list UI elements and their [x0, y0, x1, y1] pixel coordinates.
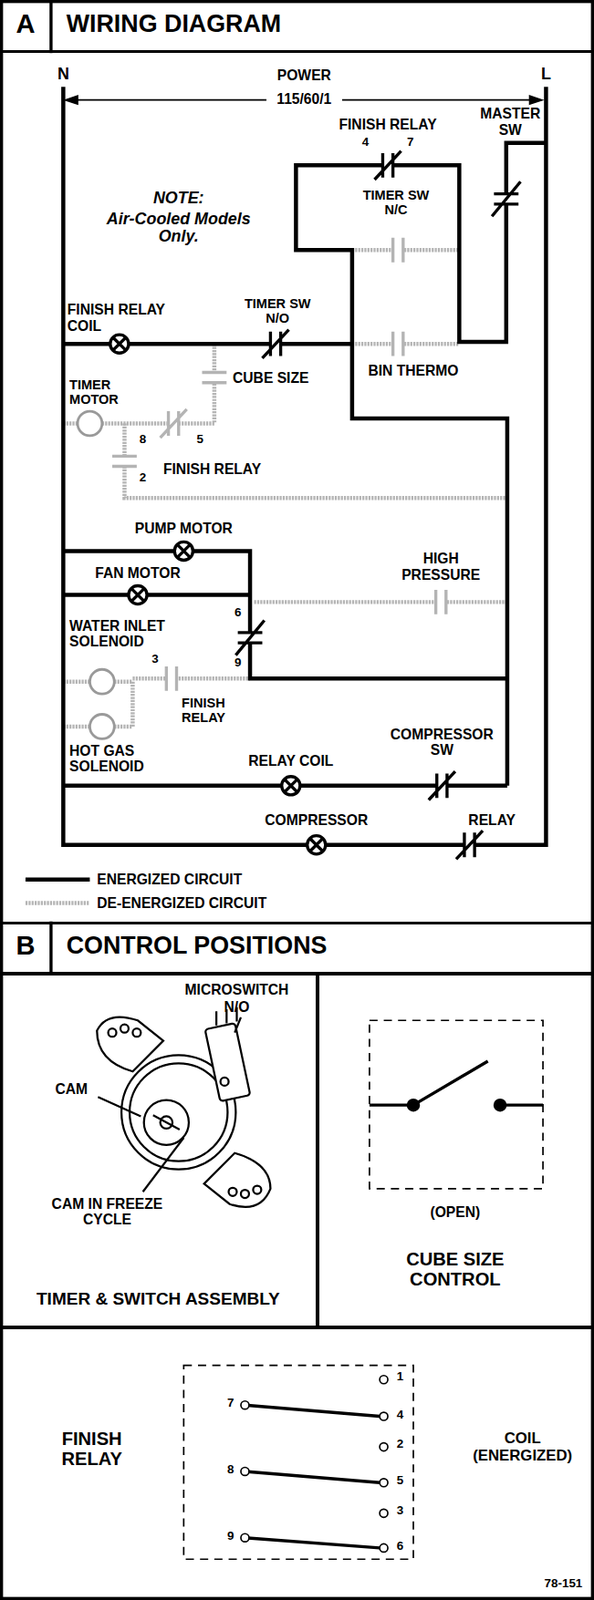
component-label: PUMP MOTOR: [122, 521, 245, 537]
component-label: COMPRESSOR: [255, 812, 378, 829]
component-label: L: [535, 65, 556, 84]
control-panel: TIMER & SWITCH ASSEMBLY: [0, 973, 319, 1331]
terminal-number: 3: [394, 1505, 407, 1520]
section-title: CONTROL POSITIONS: [66, 933, 496, 961]
component-label: WATER INLET SOLENOID: [69, 618, 177, 650]
component-label: RELAY: [461, 812, 523, 829]
component-label: TIMER MOTOR: [69, 377, 131, 407]
component-label: TIMER SW N/C: [351, 187, 441, 218]
component-label: Air-Cooled Models Only.: [102, 210, 256, 247]
component-label: TIMER SW N/O: [237, 296, 319, 326]
component-label: MICROSWITCH: [175, 982, 298, 999]
section-header: B CONTROL POSITIONS: [0, 922, 594, 976]
component-label: COMPRESSOR SW: [385, 727, 499, 759]
terminal-number: 8: [135, 433, 151, 448]
section-title: B: [5, 931, 47, 961]
panel-caption: TIMER & SWITCH ASSEMBLY: [5, 1291, 313, 1311]
panel-caption: FINISH RELAY: [31, 1429, 154, 1470]
section-title: A: [5, 9, 47, 39]
terminal-number: 6: [394, 1541, 407, 1555]
panel-caption: COIL (ENERGIZED): [466, 1431, 579, 1466]
component-label: NOTE:: [127, 189, 230, 209]
component-label: N/O: [216, 1000, 258, 1016]
component-label: FAN MOTOR: [81, 565, 194, 582]
panel-caption: CUBE SIZE CONTROL: [378, 1250, 532, 1291]
terminal-number: 7: [224, 1397, 237, 1412]
component-label: CUBE SIZE: [232, 370, 335, 386]
terminal-number: 7: [403, 135, 418, 150]
terminal-number: 2: [394, 1438, 407, 1453]
legend-text: ENERGIZED CIRCUIT: [96, 872, 302, 888]
component-label: HIGH PRESSURE: [395, 551, 488, 583]
panel-caption: (OPEN): [404, 1205, 507, 1221]
component-label: BIN THERMO: [352, 363, 475, 379]
terminal-number: 3: [148, 653, 161, 667]
component-label: CAM: [45, 1082, 97, 1098]
component-label: POWER: [263, 67, 345, 84]
terminal-number: 6: [231, 606, 244, 621]
terminal-number: 4: [358, 135, 374, 150]
component-label: N: [52, 65, 73, 84]
component-label: MASTER SW: [473, 105, 548, 137]
component-label: HOT GAS SOLENOID: [69, 743, 157, 775]
component-label: FINISH RELAY: [163, 461, 286, 478]
component-label: 115/60/1: [266, 91, 343, 107]
control-panel: FINISH RELAY COIL (ENERGIZED): [0, 1327, 594, 1600]
terminal-number: 2: [135, 471, 151, 486]
terminal-number: 5: [192, 433, 208, 448]
component-label: FINISH RELAY: [181, 696, 243, 726]
component-label: CAM IN FREEZE CYCLE: [51, 1197, 164, 1229]
terminal-number: 1: [394, 1371, 407, 1386]
terminal-number: 9: [224, 1531, 237, 1545]
legend-text: DE-ENERGIZED CIRCUIT: [96, 896, 302, 912]
terminal-number: 8: [224, 1464, 237, 1479]
component-label: RELAY COIL: [229, 753, 353, 770]
component-label: FINISH RELAY: [321, 116, 454, 133]
section-header: A WIRING DIAGRAM: [0, 0, 594, 53]
terminal-number: 4: [394, 1409, 407, 1424]
component-label: 78-151: [537, 1578, 589, 1593]
terminal-number: 9: [231, 656, 244, 671]
section-title: WIRING DIAGRAM: [66, 10, 496, 39]
control-panel: (OPEN) CUBE SIZE CONTROL: [316, 973, 594, 1331]
terminal-number: 5: [394, 1475, 407, 1490]
component-label: FINISH RELAY COIL: [67, 302, 190, 334]
